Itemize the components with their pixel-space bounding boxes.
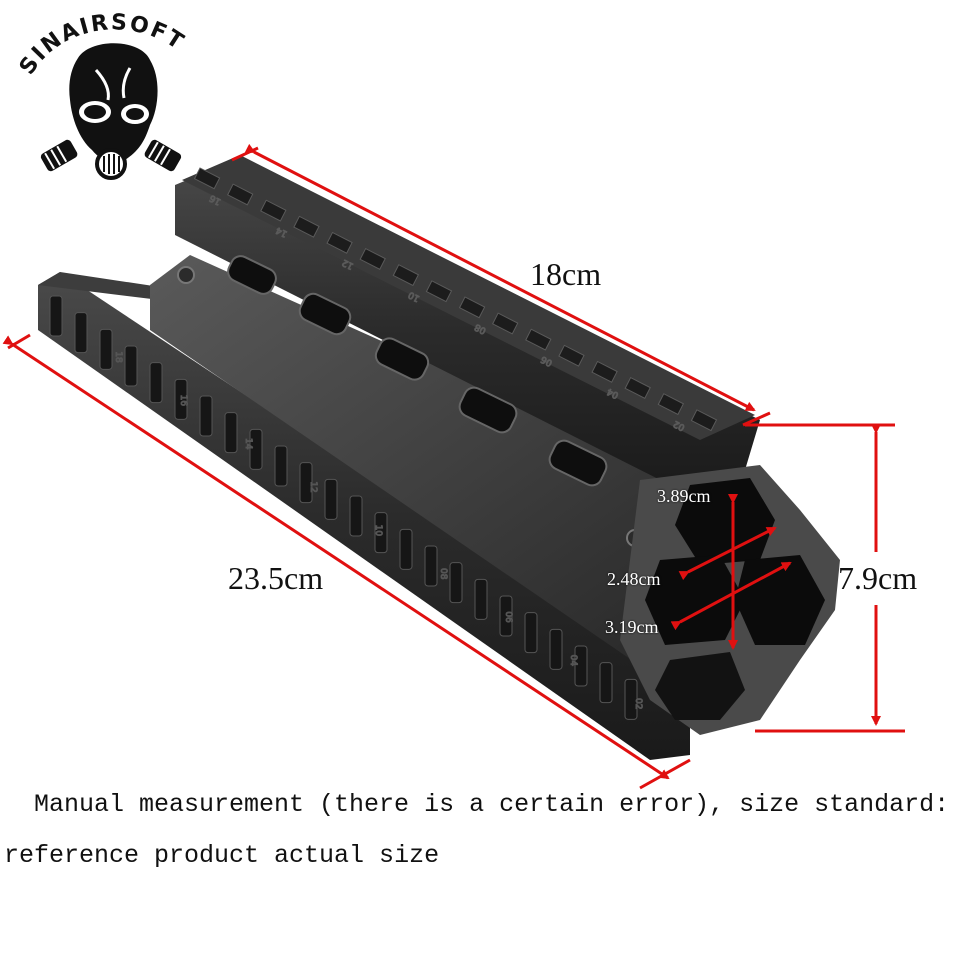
svg-text:06: 06 bbox=[503, 611, 513, 623]
svg-text:10: 10 bbox=[373, 525, 383, 537]
dimension-arrows bbox=[2, 143, 905, 790]
end-face bbox=[620, 465, 840, 735]
dimension-top-length: 18cm bbox=[530, 256, 602, 292]
dimension-total-length: 23.5cm bbox=[228, 560, 324, 596]
svg-text:08: 08 bbox=[438, 568, 448, 580]
dimension-inner-3: 3.19cm bbox=[605, 617, 659, 637]
svg-text:12: 12 bbox=[308, 481, 318, 492]
svg-text:18: 18 bbox=[113, 351, 123, 363]
svg-text:16: 16 bbox=[178, 395, 188, 407]
dimension-inner-1: 3.89cm bbox=[657, 486, 711, 506]
dimension-inner-2: 2.48cm bbox=[607, 569, 661, 589]
svg-text:04: 04 bbox=[568, 655, 578, 667]
gas-mask-skull-icon bbox=[40, 43, 182, 180]
caption-line-2: reference product actual size bbox=[4, 841, 440, 870]
svg-text:14: 14 bbox=[243, 438, 253, 450]
dimension-height: 7.9cm bbox=[838, 560, 918, 596]
svg-text:02: 02 bbox=[633, 698, 643, 709]
caption-line-1: Manual measurement (there is a certain e… bbox=[34, 790, 950, 819]
brand-logo: SINAIRSOFT bbox=[15, 10, 187, 180]
